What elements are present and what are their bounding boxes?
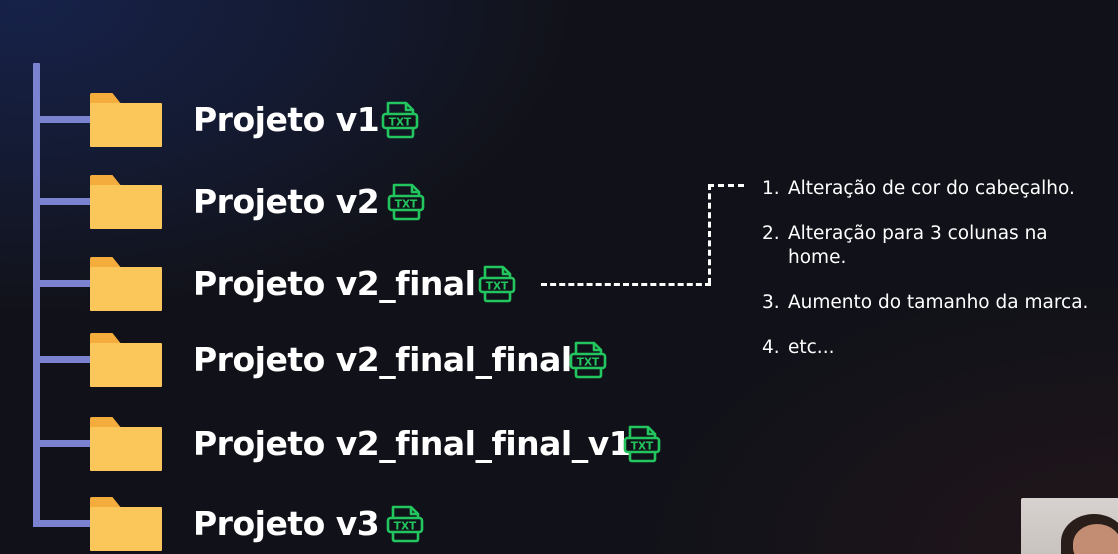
tree-item: Projeto v2_final_final TXT [33,330,733,390]
svg-text:TXT: TXT [395,199,418,211]
note-number: 4. [762,337,780,358]
tree-branch-line [33,116,93,123]
note-number: 1. [762,178,780,199]
note-text: Aumento do tamanho da marca. [788,292,1089,313]
folder-label: Projeto v2_final_final_v1 [193,424,632,463]
note-item: 3. Aumento do tamanho da marca. [762,291,1118,315]
tree-item: Projeto v2_final TXT [33,254,733,314]
txt-file-icon: TXT [380,101,420,139]
tree-item: Projeto v1 TXT [33,90,733,150]
dashed-connector-line [708,184,711,284]
txt-file-icon: TXT [385,505,425,543]
note-item: 1. Alteração de cor do cabeçalho. [762,177,1118,201]
speaker-video-thumbnail [1021,498,1118,554]
folder-icon [90,497,162,551]
svg-text:TXT: TXT [631,441,654,453]
folder-icon [90,333,162,387]
dashed-connector-line [708,184,744,187]
folder-icon [90,417,162,471]
note-text: Alteração para 3 colunas na home. [788,223,1048,268]
note-text: Alteração de cor do cabeçalho. [788,178,1075,199]
folder-icon [90,257,162,311]
svg-text:TXT: TXT [394,521,417,533]
note-item: 4. etc... [762,336,1118,360]
note-item: 2. Alteração para 3 colunas na home. [762,222,1118,270]
folder-label: Projeto v2_final_final [193,340,572,379]
txt-file-icon: TXT [386,183,426,221]
note-number: 2. [762,223,780,244]
folder-label: Projeto v3 [193,504,380,543]
folder-label: Projeto v2 [193,182,380,221]
tree-branch-line [33,440,93,447]
tree-branch-line [33,356,93,363]
svg-text:TXT: TXT [486,281,509,293]
folder-icon [90,175,162,229]
tree-trunk-line [33,63,40,522]
tree-item: Projeto v2_final_final_v1 TXT [33,414,733,474]
txt-file-icon: TXT [622,425,662,463]
dashed-connector-line [541,283,711,286]
txt-file-icon: TXT [477,265,517,303]
svg-text:TXT: TXT [577,357,600,369]
svg-text:TXT: TXT [389,117,412,129]
note-number: 3. [762,292,780,313]
folder-icon [90,93,162,147]
tree-branch-line [33,198,93,205]
folder-label: Projeto v2_final [193,264,476,303]
tree-item: Projeto v2 TXT [33,172,733,232]
tree-branch-line [33,280,93,287]
folder-label: Projeto v1 [193,100,380,139]
tree-branch-line [33,520,93,527]
tree-item: Projeto v3 TXT [33,494,733,554]
note-text: etc... [788,337,835,358]
txt-file-icon: TXT [568,341,608,379]
